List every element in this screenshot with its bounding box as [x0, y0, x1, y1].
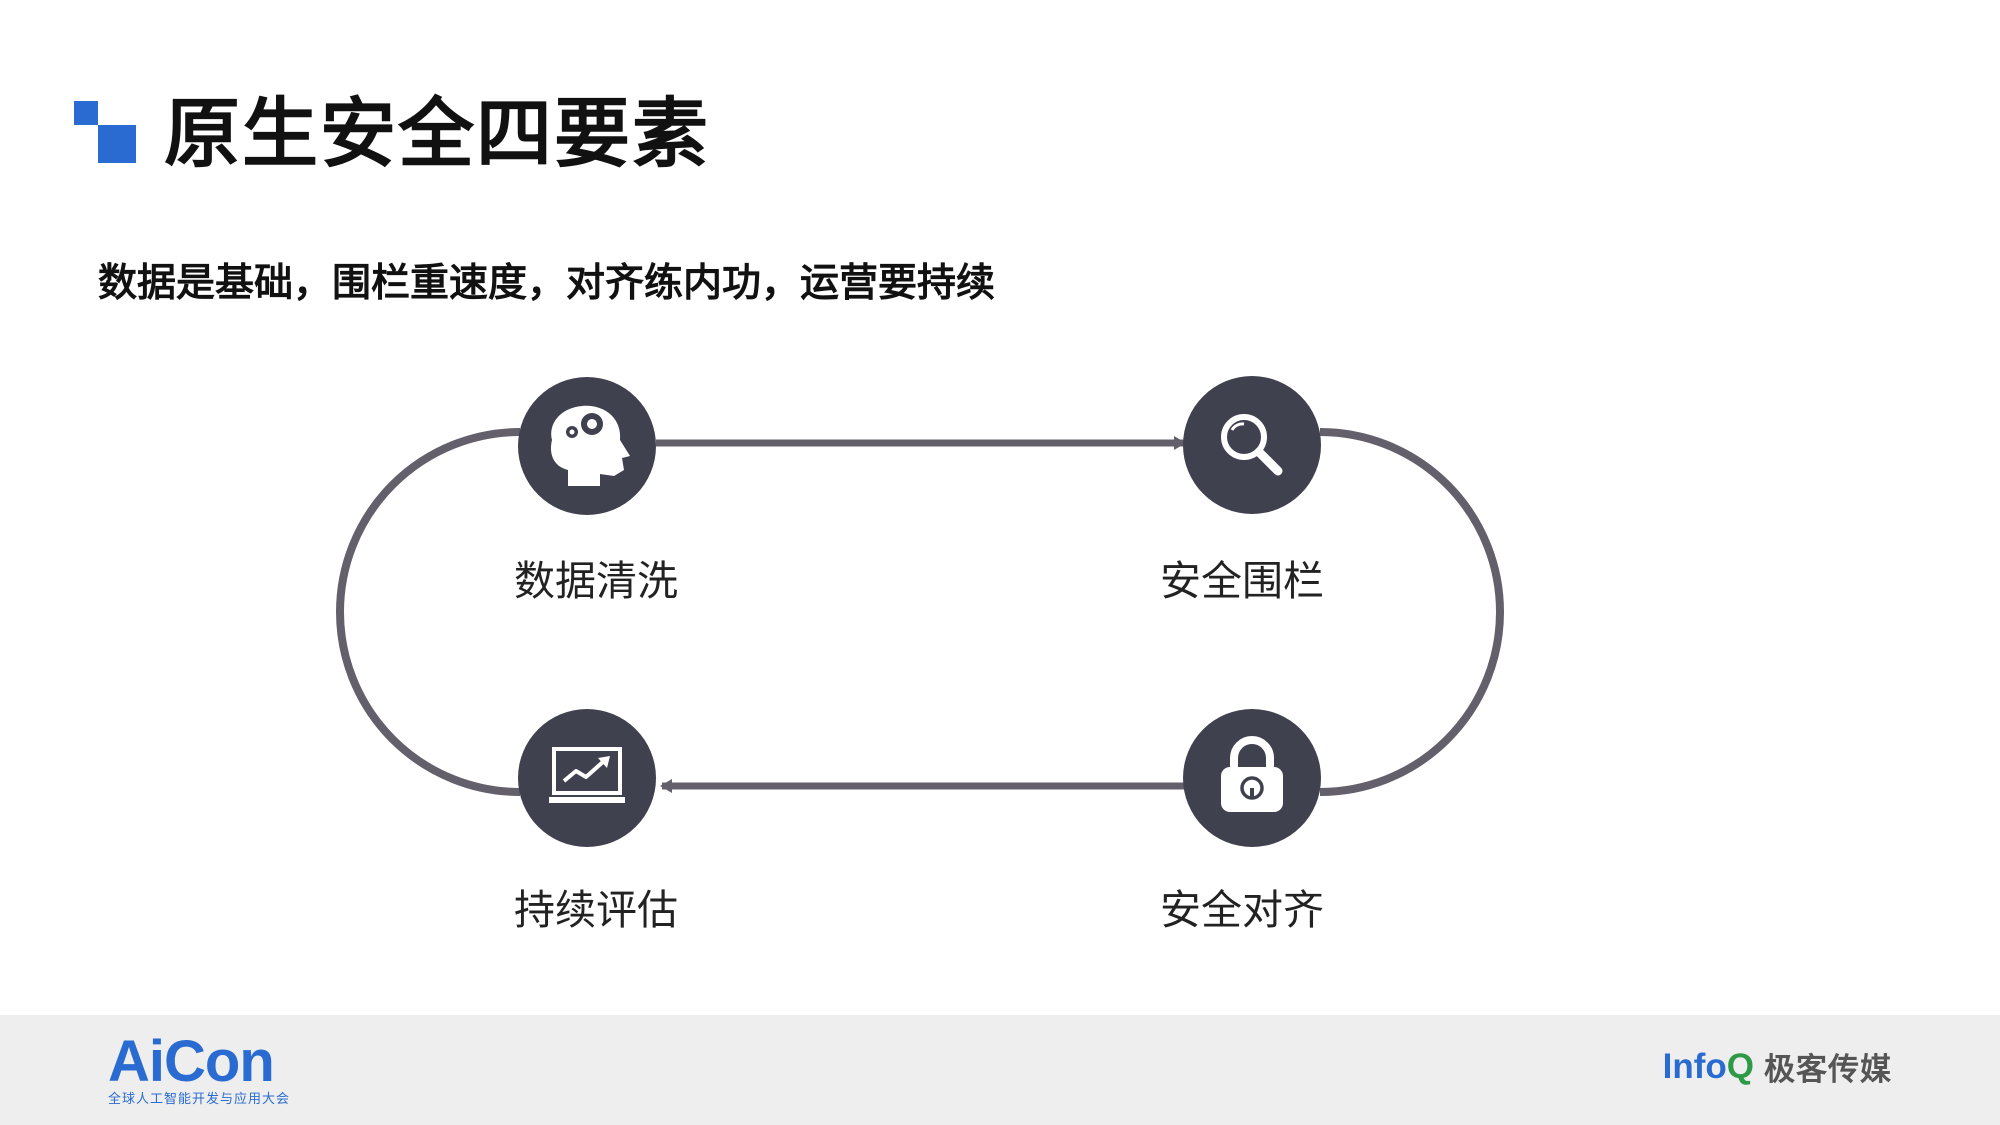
aicon-logo: AiCon 全球人工智能开发与应用大会	[108, 1032, 290, 1108]
page-subtitle: 数据是基础，围栏重速度，对齐练内功，运营要持续	[98, 261, 996, 306]
node-guardrail-icon	[1183, 376, 1321, 514]
node-label-alignment: 安全对齐	[1160, 886, 1324, 934]
node-alignment-icon	[1183, 709, 1321, 847]
security-cycle-diagram	[336, 376, 1504, 847]
node-label-guardrail: 安全围栏	[1160, 557, 1324, 605]
node-label-data-cleaning: 数据清洗	[514, 557, 678, 605]
infoq-logo: InfoQ 极客传媒	[1663, 1044, 1892, 1089]
aicon-logo-tagline: 全球人工智能开发与应用大会	[108, 1092, 291, 1107]
footer-bar	[0, 1015, 2000, 1125]
infoq-logo-word: InfoQ	[1662, 1046, 1754, 1086]
aicon-logo-word: AiCon	[108, 1029, 275, 1094]
node-data-cleaning-icon	[518, 377, 656, 515]
page-title: 原生安全四要素	[164, 89, 710, 178]
node-label-evaluation: 持续评估	[514, 886, 678, 934]
node-evaluation-icon	[518, 709, 656, 847]
title-accent-mark	[74, 101, 138, 165]
connector-left-arc	[336, 428, 521, 796]
geek-media-brand: 极客传媒	[1764, 1052, 1892, 1088]
connector-right-arc	[1319, 428, 1504, 796]
